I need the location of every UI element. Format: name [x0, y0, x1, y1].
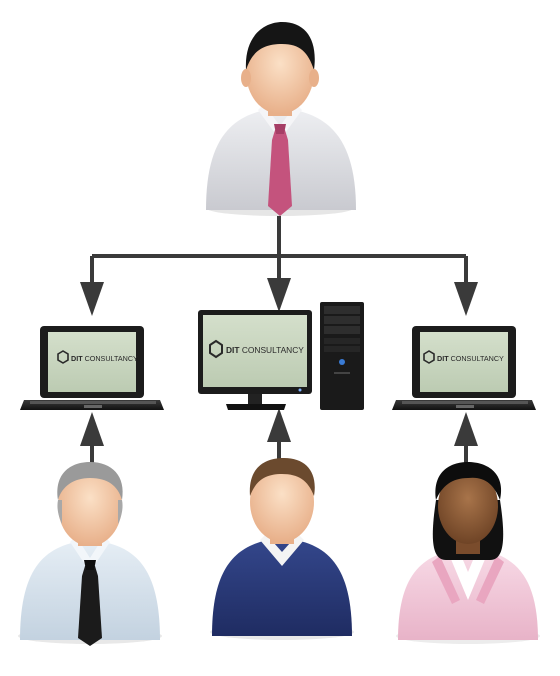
svg-text:DIT CONSULTANCY: DIT CONSULTANCY [226, 345, 304, 355]
laptop-left: DIT CONSULTANCY [20, 326, 164, 410]
svg-text:DIT CONSULTANCY: DIT CONSULTANCY [437, 354, 504, 363]
svg-text:DIT CONSULTANCY: DIT CONSULTANCY [71, 354, 138, 363]
older-man-avatar-icon [18, 462, 162, 646]
man-sweater-avatar-icon [210, 458, 354, 640]
desktop-screen [203, 315, 307, 387]
dark-tie-icon [78, 566, 102, 646]
arrow-down-left [80, 282, 104, 316]
brand-logo-laptop-left: DIT CONSULTANCY [57, 350, 138, 364]
desktop-computer: DIT CONSULTANCY [198, 302, 364, 410]
arrow-down-right [454, 282, 478, 316]
brand-logo-desktop: DIT CONSULTANCY [209, 339, 304, 359]
arrow-up-left [80, 412, 104, 446]
manager-avatar-icon [206, 22, 356, 216]
tie-icon [268, 130, 292, 216]
laptop-right: DIT CONSULTANCY [392, 326, 536, 410]
laptop-right-screen [420, 332, 508, 392]
arrowheads [80, 278, 478, 446]
arrow-up-center [267, 408, 291, 442]
arrow-down-center [267, 278, 291, 312]
pc-tower-icon [320, 302, 364, 410]
brand-logo-laptop-right: DIT CONSULTANCY [423, 350, 504, 364]
arrow-up-right [454, 412, 478, 446]
woman-avatar-icon [396, 462, 540, 644]
